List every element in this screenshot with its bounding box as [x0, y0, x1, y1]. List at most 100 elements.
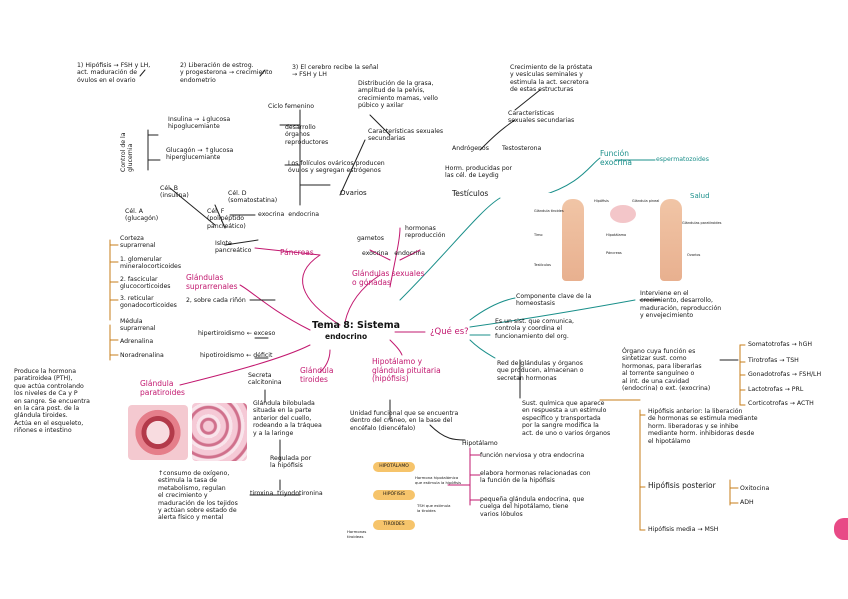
hipofisis-posterior-node: Hipófisis posterior: [648, 482, 716, 491]
gonadotrofas-node: Gonadotrofas → FSH/LH: [748, 371, 821, 378]
question-label: ¿Qué es?: [430, 328, 469, 337]
reticular-node: 3. reticular gonadocorticoides: [120, 295, 177, 310]
elabora-node: elabora hormonas relacionadas con la fun…: [480, 470, 591, 485]
male-figure: [562, 199, 584, 281]
diagram-note3: Hormonas tiroideas: [347, 530, 366, 539]
espermatozoides-node: espermatozoides: [656, 156, 709, 163]
glandula-tiroides: Glándula tiroides: [300, 367, 333, 384]
glandula-bilobulada-node: Glándula bilobulada situada en la parte …: [253, 400, 322, 437]
title-line1: Tema 8: Sistema: [312, 321, 400, 331]
diagram-note2: TSH que estimula la tiroides: [417, 504, 451, 513]
cel-a-node: Cél. A (glucagón): [125, 208, 158, 223]
desarrollo-node: desarrollo órganos reproductores: [285, 124, 328, 146]
label-hipotalamo: Hipotálamo: [606, 233, 626, 237]
control-glucemia-node: Control de la glucemia: [120, 132, 135, 172]
diagram-hipotalamo-box: HIPOTÁLAMO: [373, 462, 415, 472]
label-pancreas: Páncreas: [606, 251, 622, 255]
adrenalina-node: Adrenalina: [120, 338, 153, 345]
cel-d-node: Cél. D (somatostatina): [228, 190, 277, 205]
diagram-note1: Hormona hipotalámica que estimula la hip…: [415, 476, 461, 485]
crecimiento-prostata-node: Crecimiento de la próstata y vesículas s…: [510, 64, 592, 94]
produce-paratormona-node: Produce la hormona paratiroidea (PTH), q…: [14, 368, 90, 435]
oxitocina-node: Oxitocina: [740, 485, 769, 492]
hipertiroidismo-node: hipertiroidismo ← exceso: [198, 330, 275, 337]
glomerular-node: 1. glomerular mineralocorticoides: [120, 256, 181, 271]
glandulas-sexuales: Glándulas sexuales o gónadas: [352, 270, 425, 287]
label-testiculos: Testículos: [534, 263, 551, 267]
hipofisis-top: 1) Hipófisis → FSH y LH, act. maduración…: [77, 62, 150, 84]
diagram-tiroides-box: TIROIDES: [373, 520, 415, 530]
medula-node: Médula suprarrenal: [120, 318, 156, 333]
cerebro-node: 3) El cerebro recibe la señal → FSH y LH: [292, 64, 378, 79]
corteza-node: Corteza suprarrenal: [120, 235, 156, 250]
lactotrofas-node: Lactotrofas → PRL: [748, 386, 803, 393]
regulada-node: Regulada por la hipófisis: [270, 455, 311, 470]
androgenos-node: Andrógenos: [452, 145, 489, 152]
cel-b-node: Cél. B (insulina): [160, 185, 189, 200]
hormonas-rep-node: hormonas reproducción: [405, 225, 445, 240]
tirotrofas-node: Tirotrofas → TSH: [748, 357, 799, 364]
islote-node: Islote pancreático: [215, 240, 251, 255]
tiroxina-node: tiroxina triyodotironina: [250, 490, 323, 497]
label-pineal: Glándula pineal: [632, 199, 659, 203]
caract-masc-node: Características sexuales secundarias: [508, 110, 574, 125]
glandula-paratiroides: Glándula paratiroides: [140, 380, 185, 397]
fascicular-node: 2. fascicular glucocorticoides: [120, 276, 171, 291]
sust-quimica-node: Sust. química que aparece en respuesta a…: [522, 400, 610, 437]
diagram-hipofisis-box: HIPÓFISIS: [373, 490, 415, 500]
interviene-node: Interviene en el crecimiento, desarrollo…: [640, 290, 721, 320]
pequena-node: pequeña glándula endocrina, que cuelga d…: [480, 496, 584, 518]
funcion-exocrina-node: Función exocrina: [600, 150, 632, 167]
organo-cuya-node: Órgano cuya función es sintetizar sust. …: [622, 348, 710, 392]
hipotiroidismo-node: hipotiroidismo ← déficit: [200, 352, 272, 359]
label-timo: Timo: [534, 233, 543, 237]
title-line2: endocrino: [325, 333, 367, 342]
ciclo-femenino: Ciclo femenino: [268, 103, 314, 110]
liberacion-node: 2) Liberación de estrog. y progesterona …: [180, 62, 272, 84]
consumo-oxigeno-node: ↑consumo de oxígeno, estimula la tasa de…: [158, 470, 238, 522]
unidad-funcional-node: Unidad funcional que se encuentra dentro…: [350, 410, 458, 432]
glandulas-suprarrenales: Glándulas suprarrenales: [186, 274, 238, 291]
thyroid-tissue-image: [192, 403, 247, 461]
sobre-rinon-node: 2, sobre cada riñón: [186, 297, 246, 304]
brain-figure: [610, 205, 636, 223]
thyroid-follicle-image: [128, 405, 188, 460]
funcion-nerviosa-node: función nerviosa y otra endocrina: [480, 452, 584, 459]
horm-producidas-node: Horm. producidas por las cél. de Leydig: [445, 165, 512, 180]
glucagon-node: Glucagón → ↑glucosa hiperglucemiante: [166, 147, 233, 162]
label-ovarios: Ovarios: [687, 253, 700, 257]
corticotrofas-node: Corticotrofas → ACTH: [748, 400, 814, 407]
caract-fem-node: Características sexuales secundarias: [368, 128, 443, 143]
foliculos-node: Los folículos ováricos producen óvulos y…: [288, 160, 385, 175]
componente-node: Componente clave de la homeostasis: [516, 293, 591, 308]
hypothalamus-diagram: HIPOTÁLAMO HIPÓFISIS TIROIDES Hormona hi…: [345, 460, 445, 545]
hipotalamo-node: Hipotálamo: [462, 440, 498, 447]
brand-logo: Salud: [690, 193, 710, 200]
gametos-node: gametos: [357, 235, 384, 242]
endocrine-body-illustration: Glándula tiroides Timo Testículos Hipófi…: [532, 193, 707, 288]
somatotrofas-node: Somatotrofas → hGH: [748, 341, 812, 348]
hipotalamo-y-node: Hipotálamo y glándula pituitaria (hipófi…: [372, 358, 441, 384]
noradrenalina-node: Noradrenalina: [120, 352, 164, 359]
label-tiroides: Glándula tiroides: [534, 209, 564, 213]
ovarios-node: Ovarios: [340, 190, 367, 197]
hipofisis-media-node: Hipófisis media → MSH: [648, 526, 718, 533]
adh-node: ADH: [740, 499, 754, 506]
exocrina-endocrina-gonadas: exocrina endocrina: [362, 250, 425, 257]
exocrina-endocrina-pancreas: exocrina endocrina: [258, 211, 319, 218]
testiculos-node: Testículos: [452, 190, 488, 199]
pancreas-node: Páncreas: [280, 249, 314, 258]
label-paratiroides: Glándulas paratiroides: [682, 221, 722, 225]
corner-badge[interactable]: [834, 518, 848, 540]
hipofisis-anterior-node: Hipófisis anterior: la liberación de hor…: [648, 408, 758, 445]
insulina-node: Insulina → ↓glucosa hipoglucemiante: [168, 116, 230, 131]
red-glandulas-node: Red de glándulas y órganos que producen,…: [497, 360, 584, 382]
es-un-sist-node: Es un sist. que comunica, controla y coo…: [495, 318, 574, 340]
testosterona-node: Testosterona: [502, 145, 541, 152]
female-figure: [660, 199, 682, 281]
distribucion-node: Distribución de la grasa, amplitud de la…: [358, 80, 438, 110]
label-hipofisis: Hipófisis: [594, 199, 609, 203]
cel-f-node: Cél. F (polipéptido pancreático): [207, 208, 246, 230]
secreta-calcitonina-node: Secreta calcitonina: [248, 372, 282, 387]
